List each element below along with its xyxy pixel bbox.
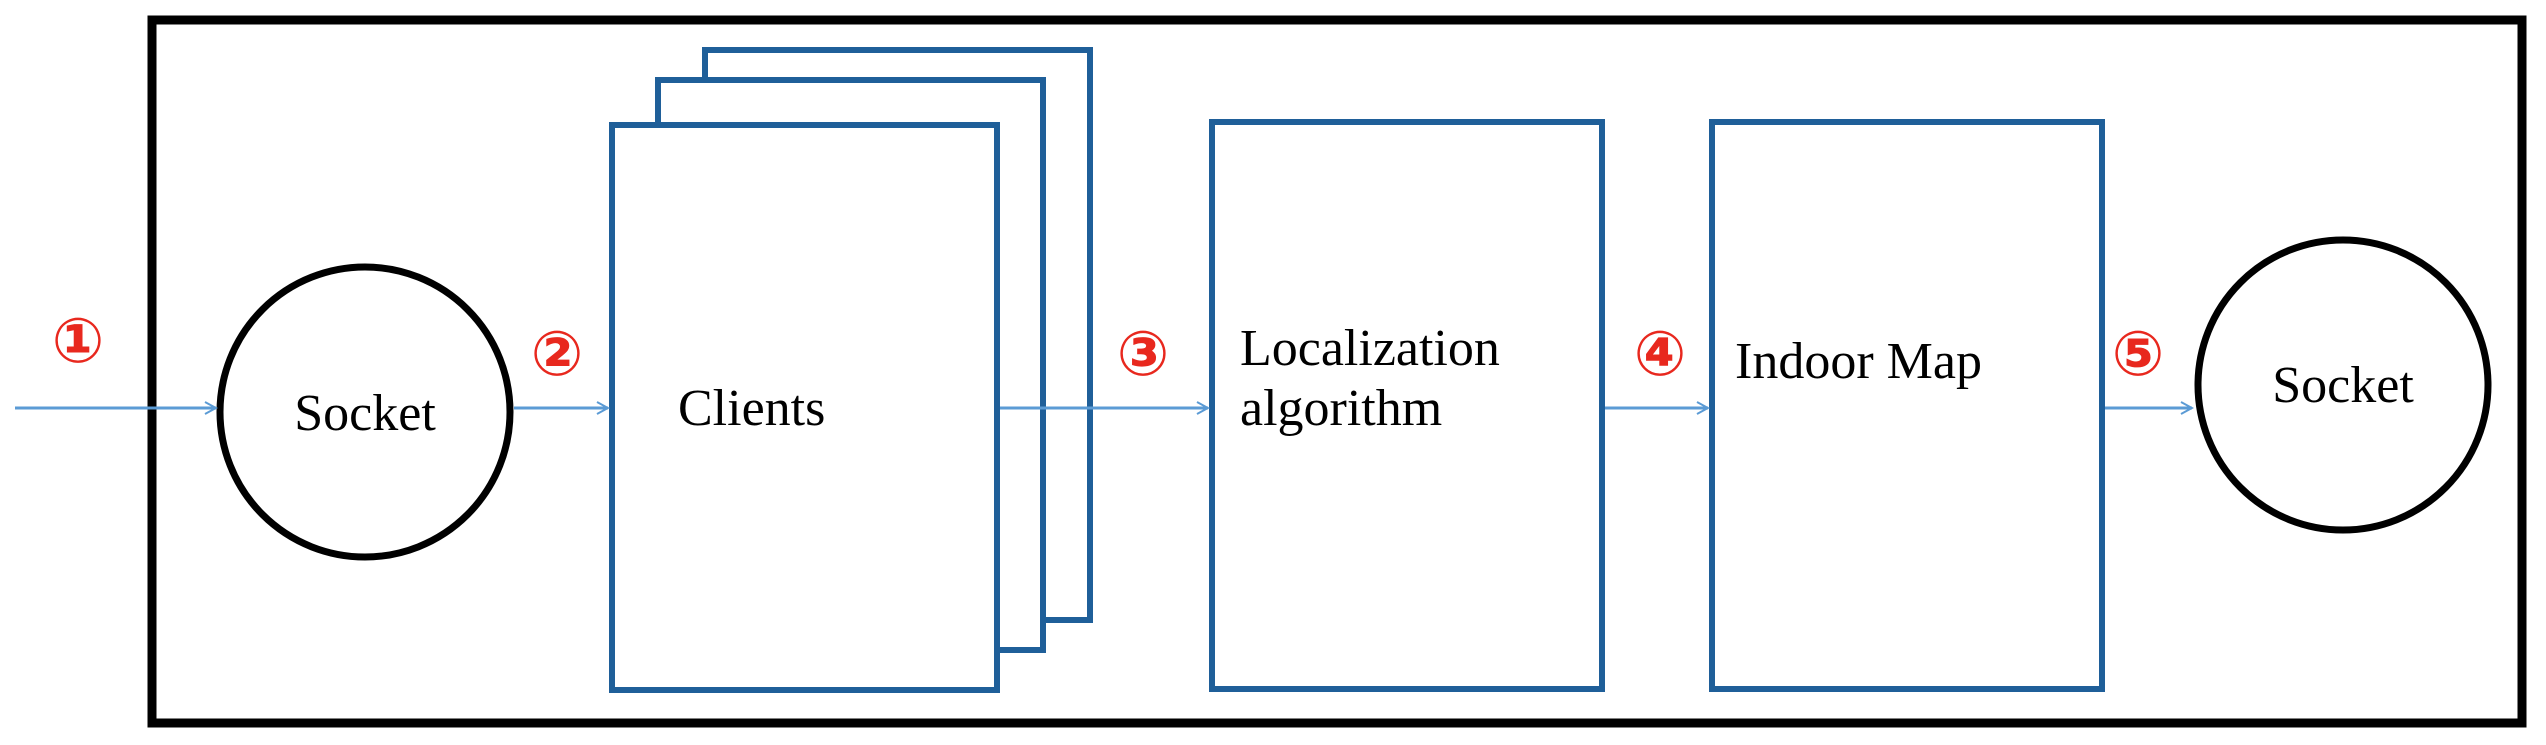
socket-in-node: Socket — [216, 263, 514, 561]
socket-out-circle — [2194, 236, 2492, 534]
clients-node: Clients — [609, 47, 1093, 693]
socket-in-circle — [216, 263, 514, 561]
step-2-label: ② — [531, 320, 584, 389]
socket-out-node: Socket — [2194, 236, 2492, 534]
step-3-label: ③ — [1117, 320, 1170, 389]
socket-in-label: Socket — [294, 385, 436, 442]
localization-node: Localization algorithm — [1209, 119, 1605, 692]
localization-box — [1209, 119, 1605, 692]
clients-stack-front — [609, 122, 1000, 693]
localization-label-line1: Localization — [1240, 320, 1500, 377]
indoor-map-box — [1709, 119, 2105, 692]
clients-label: Clients — [678, 380, 825, 437]
step-4-label: ④ — [1634, 320, 1687, 389]
step-5-label: ⑤ — [2112, 320, 2165, 389]
step-1-label: ① — [52, 307, 105, 376]
outer-frame — [147, 15, 2527, 728]
socket-out-label: Socket — [2272, 357, 2414, 414]
localization-label-line2: algorithm — [1240, 380, 1442, 437]
indoor-map-label: Indoor Map — [1735, 333, 1982, 390]
indoor-map-node: Indoor Map — [1709, 119, 2105, 692]
